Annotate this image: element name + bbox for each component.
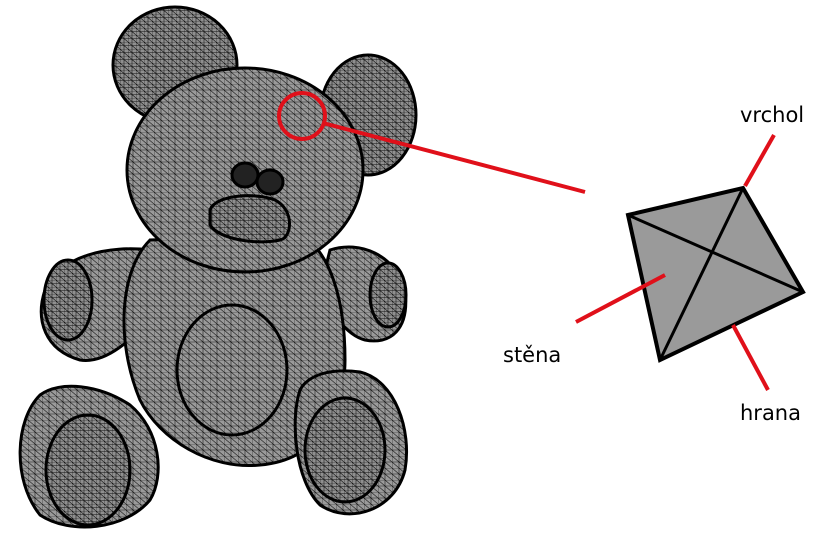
face-quad <box>628 188 803 360</box>
teddy-bear-mesh <box>20 7 416 527</box>
right-paw <box>370 263 406 327</box>
edge-label: hrana <box>740 401 801 425</box>
right-eye <box>257 170 283 194</box>
vertex-label: vrchol <box>740 103 804 127</box>
edge-callout-line <box>733 325 768 390</box>
right-foot <box>305 398 385 502</box>
belly-patch <box>177 305 287 435</box>
left-eye <box>232 163 258 187</box>
snout <box>210 196 290 242</box>
face-label: stěna <box>503 343 561 367</box>
left-paw <box>44 260 92 340</box>
vertex-callout-line <box>745 135 774 186</box>
mesh-element-detail <box>628 188 803 360</box>
left-foot <box>46 415 130 525</box>
